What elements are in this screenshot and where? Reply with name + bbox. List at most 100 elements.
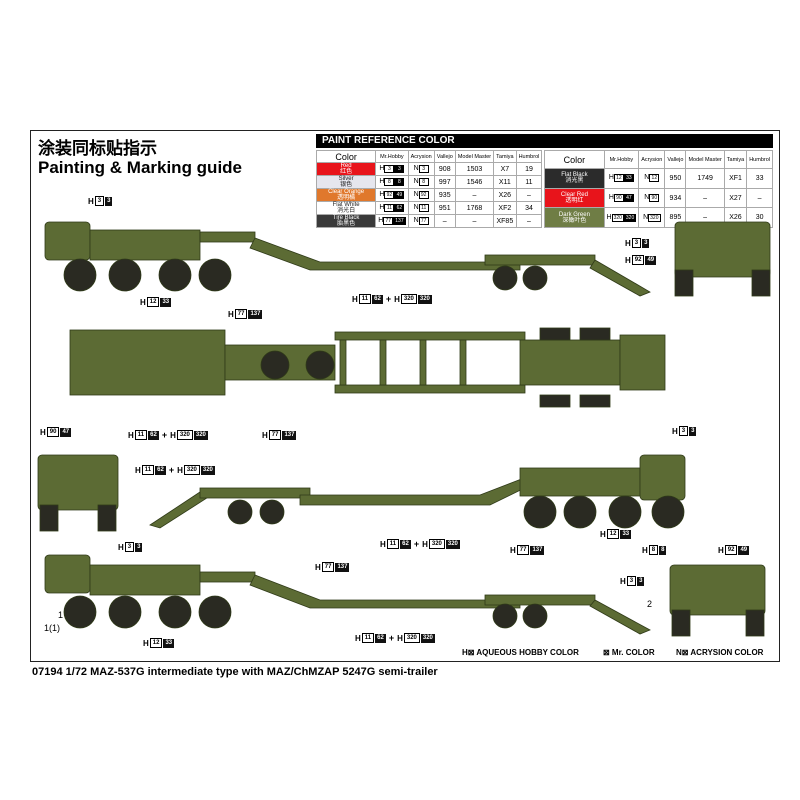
h-prefix: H <box>118 542 124 552</box>
tamiya-code: XF85 <box>493 214 517 228</box>
paint-code-aqueous: 320 <box>400 294 417 304</box>
paint-code-aqueous: 12 <box>606 529 620 539</box>
h-prefix: H <box>397 633 403 643</box>
legend-acrysion: N⊠ ACRYSION COLOR <box>676 648 764 657</box>
code-box: 3 <box>394 165 405 173</box>
h-prefix: H <box>262 430 268 440</box>
code-box: 3 <box>384 165 395 173</box>
paint-code-mr: 320 <box>420 633 435 643</box>
paint-code-mr: 62 <box>400 539 411 549</box>
h-prefix: H <box>672 426 678 436</box>
paint-code-aqueous: 320 <box>183 465 200 475</box>
paint-code-aqueous: 3 <box>626 576 637 586</box>
paint-code-mr: 33 <box>620 529 632 539</box>
code-box: 320 <box>611 213 624 222</box>
color-name-en: Tire Black <box>332 215 360 221</box>
code-box: 77 <box>418 217 429 225</box>
code-box: 33 <box>623 174 634 183</box>
color-name-en: Dark Green <box>558 211 590 218</box>
h-prefix: H <box>422 539 428 549</box>
truck-side-view-2 <box>149 454 686 529</box>
paint-code-mr: 3 <box>637 576 645 586</box>
h-prefix: H <box>355 633 361 643</box>
code-box: 49 <box>394 191 405 199</box>
paint-code-mr: 320 <box>193 430 208 440</box>
plus-sign: + <box>168 465 175 475</box>
paint-code-mr: 62 <box>148 430 159 440</box>
paint-code-aqueous: 8 <box>648 545 659 555</box>
code-box: 8 <box>394 178 405 186</box>
code-box: 92 <box>418 191 429 199</box>
paint-code-mr: 137 <box>335 562 350 572</box>
truck-side-view-3 <box>44 554 651 635</box>
code-box: 77 <box>383 217 394 225</box>
h-prefix: H <box>510 545 516 555</box>
column-header: Color <box>544 149 605 170</box>
guide-frame <box>30 130 780 662</box>
plus-sign: + <box>413 539 420 549</box>
code-box: 90 <box>649 194 660 203</box>
paint-code-mr: 3 <box>642 238 650 248</box>
paint-code-mr: 49 <box>738 545 750 555</box>
h-prefix: H <box>352 294 358 304</box>
code-box: 62 <box>394 204 405 212</box>
paint-code-mr: 320 <box>417 294 432 304</box>
humbrol-code: – <box>515 214 543 228</box>
h-prefix: H <box>625 255 631 265</box>
h-prefix: H <box>315 562 321 572</box>
plus-sign: + <box>385 294 392 304</box>
column-header: Tamiya <box>723 149 748 170</box>
h-prefix: H <box>177 465 183 475</box>
paint-code-aqueous: 77 <box>268 430 282 440</box>
color-name-en: Clear Orange <box>328 189 365 195</box>
column-header: Humbrol <box>746 149 773 170</box>
h-prefix: H <box>40 427 46 437</box>
h-prefix: H <box>625 238 631 248</box>
paint-code-mr: 49 <box>645 255 657 265</box>
plus-sign: + <box>388 633 395 643</box>
h-prefix: H <box>128 430 134 440</box>
paint-code-aqueous: 11 <box>141 465 155 475</box>
paint-code-mr: 3 <box>105 196 113 206</box>
paint-code-aqueous: 11 <box>134 430 148 440</box>
decal-label-1-1: 1(1) <box>44 623 61 633</box>
paint-code-aqueous: 92 <box>631 255 645 265</box>
color-name-cn: 银色 <box>340 182 353 188</box>
color-name-cn: 胎黑色 <box>337 221 356 227</box>
color-name-cn: 透明橘 <box>337 195 356 201</box>
h-prefix: H <box>143 638 149 648</box>
paint-code-aqueous: 77 <box>516 545 530 555</box>
code-box: 11 <box>418 204 429 212</box>
code-box: 47 <box>623 194 634 203</box>
truck-front-view-2 <box>669 564 766 616</box>
h-prefix: H <box>394 294 400 304</box>
h-prefix: H <box>170 430 176 440</box>
paint-table-title: PAINT REFERENCE COLOR <box>316 134 773 148</box>
h-prefix: H <box>718 545 724 555</box>
